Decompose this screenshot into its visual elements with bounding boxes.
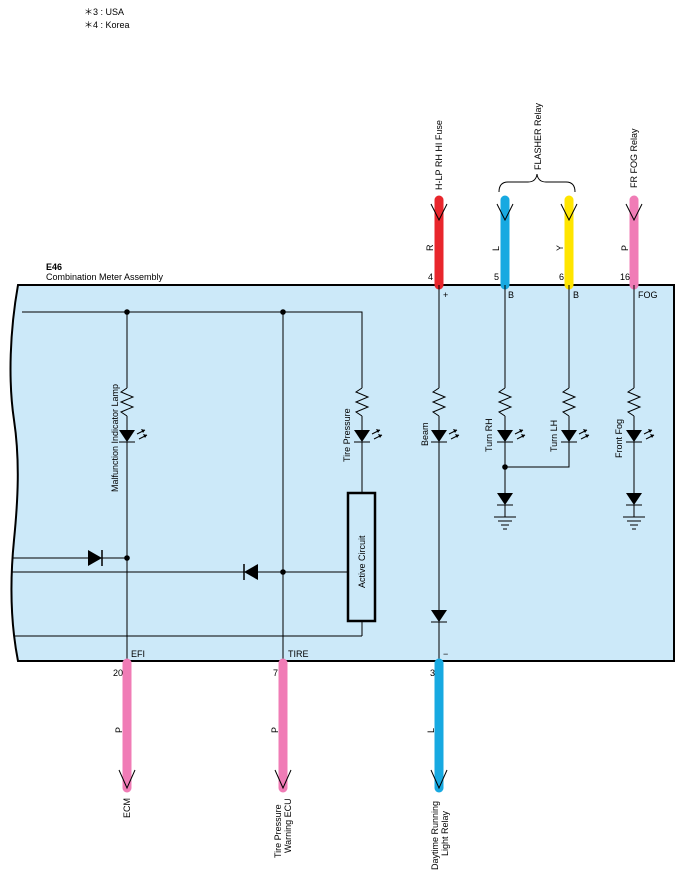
top-wire-fog: FR FOG Relay P 16 (620, 128, 643, 290)
terminal-efi: EFI (131, 649, 145, 659)
wire-color-p-tire: P (270, 727, 280, 733)
pin-4: 4 (428, 272, 433, 282)
dest-drl-line2: Light Relay (440, 810, 450, 856)
terminal-minus: − (443, 649, 448, 659)
label-turn-lh: Turn LH (549, 420, 559, 452)
top-wire-flasher-rh: L 5 (491, 195, 514, 290)
wire-color-l: L (491, 246, 501, 251)
label-front-fog: Front Fog (614, 419, 624, 458)
label-turn-rh: Turn RH (484, 418, 494, 452)
pin-16: 16 (620, 272, 630, 282)
component-code: E46 (46, 262, 62, 272)
terminal-tire: TIRE (288, 649, 309, 659)
dest-tire-ecu-line1: Tire Pressure (273, 804, 283, 858)
note-usa: ＊3 : USA (84, 7, 124, 17)
wire-color-p-fog: P (620, 245, 630, 251)
pin-3: 3 (430, 668, 435, 678)
dest-h-lp-fuse: H-LP RH HI Fuse (434, 120, 444, 190)
component-name: Combination Meter Assembly (46, 272, 164, 282)
label-tire-pressure: Tire Pressure (342, 408, 352, 462)
pin-20: 20 (113, 668, 123, 678)
bottom-wire-drl: 3 L Daytime Running Light Relay (426, 658, 450, 870)
label-beam: Beam (420, 422, 430, 446)
flasher-relay-label: FLASHER Relay (533, 102, 543, 170)
terminal-b-rh: B (508, 290, 514, 300)
wire-color-l-drl: L (426, 728, 436, 733)
beam-circuit (431, 285, 460, 661)
meter-assembly-box (9, 284, 675, 662)
terminal-fog: FOG (638, 290, 658, 300)
fog-circuit (623, 285, 655, 530)
top-wire-fuse: H-LP RH HI Fuse R 4 (425, 120, 448, 290)
dest-tire-ecu-line2: Warning ECU (283, 798, 293, 853)
pin-7: 7 (273, 668, 278, 678)
pin-5: 5 (494, 272, 499, 282)
left-circuit (12, 309, 383, 661)
wire-color-y: Y (555, 245, 565, 251)
bottom-wire-ecm: 20 P ECM (113, 658, 136, 818)
wire-color-p-ecm: P (114, 727, 124, 733)
label-mil: Malfunction Indicator Lamp (110, 384, 120, 492)
terminal-b-lh: B (573, 290, 579, 300)
dest-ecm: ECM (122, 798, 132, 818)
note-korea: ＊4 : Korea (84, 20, 130, 30)
active-circuit-label: Active Circuit (357, 535, 367, 588)
bottom-wire-tire: 7 P Tire Pressure Warning ECU (270, 658, 293, 858)
terminal-plus: + (443, 290, 448, 300)
top-wire-flasher-lh: Y 6 (555, 195, 578, 290)
pin-6: 6 (559, 272, 564, 282)
flasher-relay-brace (498, 173, 576, 193)
dest-drl-line1: Daytime Running (430, 801, 440, 870)
turn-circuit (494, 285, 590, 530)
wire-color-r: R (425, 244, 435, 251)
dest-fr-fog-relay: FR FOG Relay (629, 128, 639, 188)
